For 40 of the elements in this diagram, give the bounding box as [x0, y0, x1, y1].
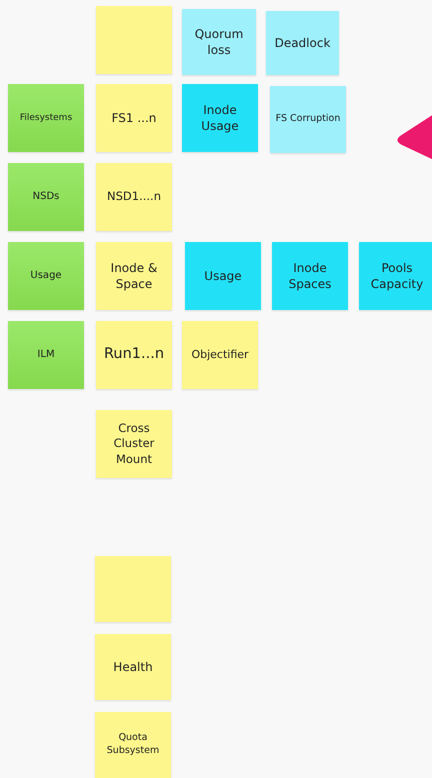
sticky-note	[182, 9, 256, 75]
sticky-note	[272, 242, 348, 310]
note-text: NSDs	[32, 190, 60, 204]
note-text: Pools Capacity	[370, 260, 424, 292]
note-text: Inode Usage	[200, 102, 240, 134]
note-text: NSD1....n	[107, 189, 161, 205]
note-text: Quota Subsystem	[106, 732, 160, 758]
sticky-note	[96, 6, 172, 74]
sticky-note	[96, 321, 172, 389]
sticky-note	[95, 556, 171, 622]
sticky-note	[266, 11, 339, 75]
note-text: Cross Cluster Mount	[112, 420, 156, 468]
category-note	[8, 84, 84, 152]
sticky-note	[182, 321, 258, 389]
note-text: ILM	[37, 348, 55, 362]
note-text: Deadlock	[274, 34, 330, 52]
note-text: FS Corruption	[276, 113, 340, 126]
note-text: Inode Spaces	[288, 260, 332, 292]
note-text: Run1...n	[104, 345, 164, 364]
sticky-note	[96, 84, 172, 152]
sticky-note	[96, 163, 172, 231]
note-text: Usage	[30, 269, 62, 283]
note-text: Usage	[204, 268, 242, 284]
sticky-note	[270, 86, 346, 153]
sticky-note	[182, 84, 258, 152]
note-text: Filesystems	[20, 112, 72, 124]
note-text: Objectifier	[191, 348, 249, 362]
note-text: Inode & Space	[110, 260, 158, 292]
sticky-note	[96, 410, 172, 478]
category-note	[8, 163, 84, 231]
note-text: FS1 ...n	[112, 110, 156, 126]
category-note	[8, 242, 84, 310]
sticky-note	[95, 634, 171, 700]
sticky-note	[359, 242, 432, 310]
category-note	[8, 321, 84, 389]
sticky-note	[96, 242, 172, 310]
sticky-note	[95, 712, 171, 778]
note-text: Health	[113, 658, 153, 676]
note-text: Quorum loss	[194, 26, 244, 58]
sticky-note	[185, 242, 261, 310]
